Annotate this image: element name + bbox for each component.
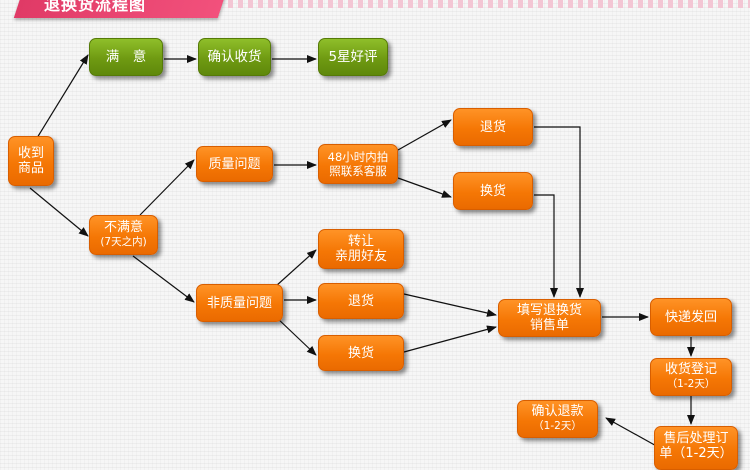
arrow-exchange-q-to-form: [534, 194, 558, 298]
node-satisfied: 满 意: [89, 38, 163, 76]
refund-label: 确认退款: [531, 404, 584, 419]
register-label: 收货登记: [664, 362, 717, 377]
register-period: （1-2天）: [666, 378, 716, 390]
arrow-receive-to-satisfied: [36, 54, 89, 139]
header-stripes: [228, 0, 750, 8]
node-photo-contact-service: 48小时内拍 照联系客服: [318, 144, 398, 184]
node-exchange-non-quality: 换货: [318, 335, 404, 371]
node-transfer-friends: 转让 亲朋好友: [318, 229, 404, 269]
node-return-quality: 退货: [453, 108, 533, 146]
arrow-return-nq-to-form: [403, 293, 497, 317]
arrow-unsatisfied-to-quality: [139, 159, 195, 216]
node-quality-issue: 质量问题: [196, 146, 273, 182]
arrow-photo-to-exchange: [397, 177, 452, 198]
node-confirm-receipt: 确认收货: [198, 38, 271, 76]
refund-period: （1-2天）: [533, 420, 582, 432]
node-unsatisfied: 不满意 (7天之内): [89, 215, 158, 255]
node-fill-return-form: 填写退换货 销售单: [498, 299, 601, 337]
node-non-quality-issue: 非质量问题: [196, 284, 283, 322]
node-exchange-quality: 换货: [453, 172, 533, 210]
arrow-photo-to-return: [397, 119, 452, 151]
node-confirm-refund: 确认退款 （1-2天）: [517, 400, 598, 438]
arrow-receive-to-unsatisfied: [29, 187, 89, 237]
arrow-unsatisfied-to-non-quality: [132, 255, 195, 303]
arrow-return-q-to-form: [534, 126, 584, 298]
unsatisfied-label: 不满意: [103, 220, 143, 235]
arrow-nonquality-to-exchange: [275, 316, 317, 356]
node-return-non-quality: 退货: [318, 283, 404, 319]
node-after-sales-order: 售后处理订 单（1-2天）: [654, 426, 738, 470]
node-receive-goods: 收到 商品: [8, 136, 54, 186]
arrow-exchange-nq-to-form: [403, 325, 497, 353]
node-receipt-registration: 收货登记 （1-2天）: [650, 358, 732, 396]
node-five-star-review: 5星好评: [318, 38, 388, 76]
node-express-return: 快递发回: [650, 298, 732, 336]
arrow-after-sales-to-refund: [605, 417, 661, 449]
page-title: 退换货流程图: [44, 0, 147, 14]
unsatisfied-period: (7天之内): [100, 236, 147, 248]
arrow-nonquality-to-transfer: [275, 249, 317, 287]
